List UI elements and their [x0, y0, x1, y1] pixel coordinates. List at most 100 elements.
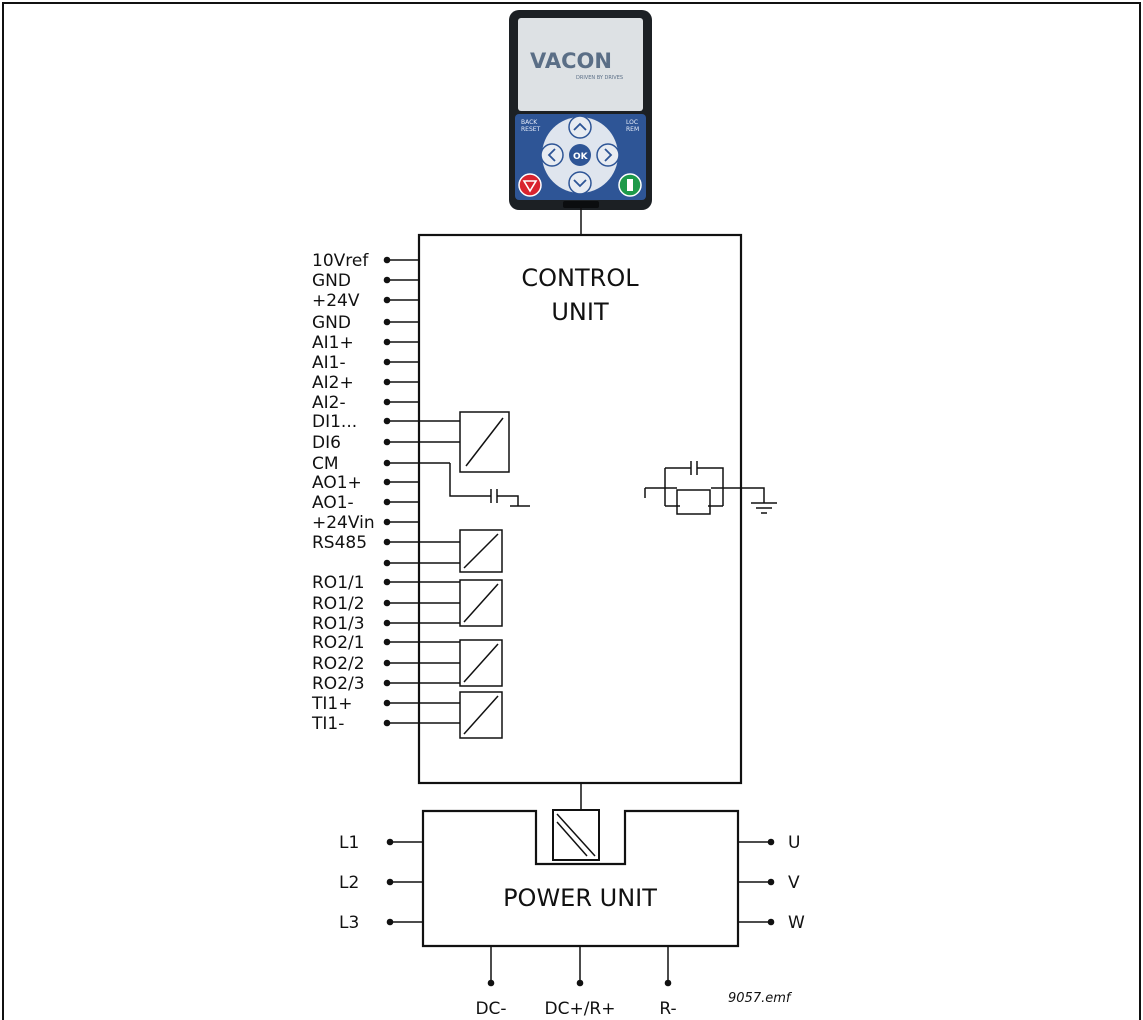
loc-rem-label: LOC [626, 119, 638, 126]
control-terminal: RO1/1 [312, 573, 420, 593]
terminal-dot [384, 359, 391, 366]
dc-terminal-label: DC+/R+ [545, 999, 616, 1019]
terminal-dot [384, 439, 391, 446]
power-unit-title: POWER UNIT [503, 884, 657, 912]
power-output-label: W [788, 913, 805, 933]
terminal-label: 10Vref [312, 251, 369, 271]
terminal-label: AI2- [312, 393, 346, 413]
terminal-label: RO1/1 [312, 573, 365, 593]
control-terminal: TI1+ [311, 694, 420, 714]
power-output-terminal: V [738, 873, 800, 893]
power-output-terminal: W [738, 913, 805, 933]
power-output-label: V [788, 873, 800, 893]
control-terminal: +24V [312, 291, 420, 311]
terminal-label: +24V [312, 291, 360, 311]
start-icon [627, 179, 633, 191]
terminal-dot [384, 379, 391, 386]
power-output-label: U [788, 833, 800, 853]
control-terminal: TI1- [311, 714, 420, 734]
terminal-label: DI1... [312, 412, 357, 432]
control-terminal: DI1... [312, 412, 420, 432]
terminal-label: RS485 [312, 533, 367, 553]
terminal-dot [384, 639, 391, 646]
control-unit-title-1: CONTROL [521, 264, 639, 292]
terminal-label: GND [312, 271, 351, 291]
loc-rem-label-2: REM [626, 126, 639, 133]
terminal-dot [384, 539, 391, 546]
terminal-dot [384, 579, 391, 586]
power-input-terminal: L1 [339, 833, 423, 853]
control-terminal: GND [312, 271, 420, 291]
terminal-label: RO2/3 [312, 674, 365, 694]
control-terminal: AI2- [312, 393, 420, 413]
terminal-dot [384, 499, 391, 506]
terminal-dot [384, 479, 391, 486]
right-button[interactable] [597, 144, 619, 166]
control-terminals: 10VrefGND+24VGNDAI1+AI1-AI2+AI2-DI1...DI… [311, 251, 420, 734]
control-unit-title-2: UNIT [551, 298, 609, 326]
terminal-label: RO1/3 [312, 614, 365, 634]
terminal-dot [384, 660, 391, 667]
terminal-label: DI6 [312, 433, 341, 453]
keypad: VACON DRIVEN BY DRIVES BACK RESET LOC RE… [509, 10, 652, 210]
terminal-label: RO2/1 [312, 633, 365, 653]
power-input-label: L1 [339, 833, 359, 853]
terminal-label: AO1- [312, 493, 354, 513]
down-button[interactable] [569, 172, 591, 194]
control-terminal: RO2/2 [312, 654, 420, 674]
control-terminal: DI6 [312, 433, 420, 453]
control-terminal: CM [312, 454, 420, 474]
terminal-dot [384, 720, 391, 727]
power-output-terminal: U [738, 833, 800, 853]
terminal-label: RO2/2 [312, 654, 365, 674]
terminal-dot [384, 297, 391, 304]
left-button[interactable] [541, 144, 563, 166]
control-terminal: AO1+ [312, 473, 420, 493]
terminal-label: TI1+ [311, 694, 352, 714]
control-terminal: RO2/1 [312, 633, 420, 653]
terminal-label: CM [312, 454, 339, 474]
terminal-dot [384, 700, 391, 707]
ok-label: OK [573, 152, 589, 162]
terminal-dot [384, 339, 391, 346]
terminal-label: GND [312, 313, 351, 333]
dc-terminal-label: R- [659, 999, 676, 1019]
terminal-dot [384, 680, 391, 687]
keypad-connector [563, 201, 599, 208]
dc-terminal: R- [659, 946, 676, 1019]
control-terminal: +24Vin [312, 513, 420, 533]
power-unit-box [423, 811, 738, 946]
terminal-dot [384, 399, 391, 406]
terminal-label: AO1+ [312, 473, 362, 493]
control-terminal: GND [312, 313, 420, 333]
terminal-dot [384, 418, 391, 425]
control-terminal: AI1+ [312, 333, 420, 353]
control-terminal: AI1- [312, 353, 420, 373]
control-terminal: 10Vref [312, 251, 420, 271]
control-terminal: RO1/2 [312, 594, 420, 614]
power-input-label: L3 [339, 913, 359, 933]
control-terminal: RO1/3 [312, 614, 420, 634]
power-input-terminal: L3 [339, 913, 423, 933]
control-terminal: RS485 [312, 533, 420, 553]
terminal-label: RO1/2 [312, 594, 365, 614]
terminal-label: TI1- [311, 714, 344, 734]
stop-button[interactable] [519, 174, 541, 196]
terminal-label: AI1+ [312, 333, 354, 353]
power-input-label: L2 [339, 873, 359, 893]
up-button[interactable] [569, 116, 591, 138]
dc-terminal-label: DC- [475, 999, 506, 1019]
terminal-dot [384, 560, 391, 567]
terminal-dot [384, 319, 391, 326]
control-terminal: RO2/3 [312, 674, 420, 694]
dc-terminal: DC- [475, 946, 506, 1019]
control-terminal: AO1- [312, 493, 420, 513]
terminal-label: AI1- [312, 353, 346, 373]
terminal-dot [384, 620, 391, 627]
keypad-logo: VACON [530, 49, 612, 73]
control-terminal: AI2+ [312, 373, 420, 393]
terminal-dot [384, 257, 391, 264]
terminal-dot [384, 460, 391, 467]
terminal-dot [384, 277, 391, 284]
